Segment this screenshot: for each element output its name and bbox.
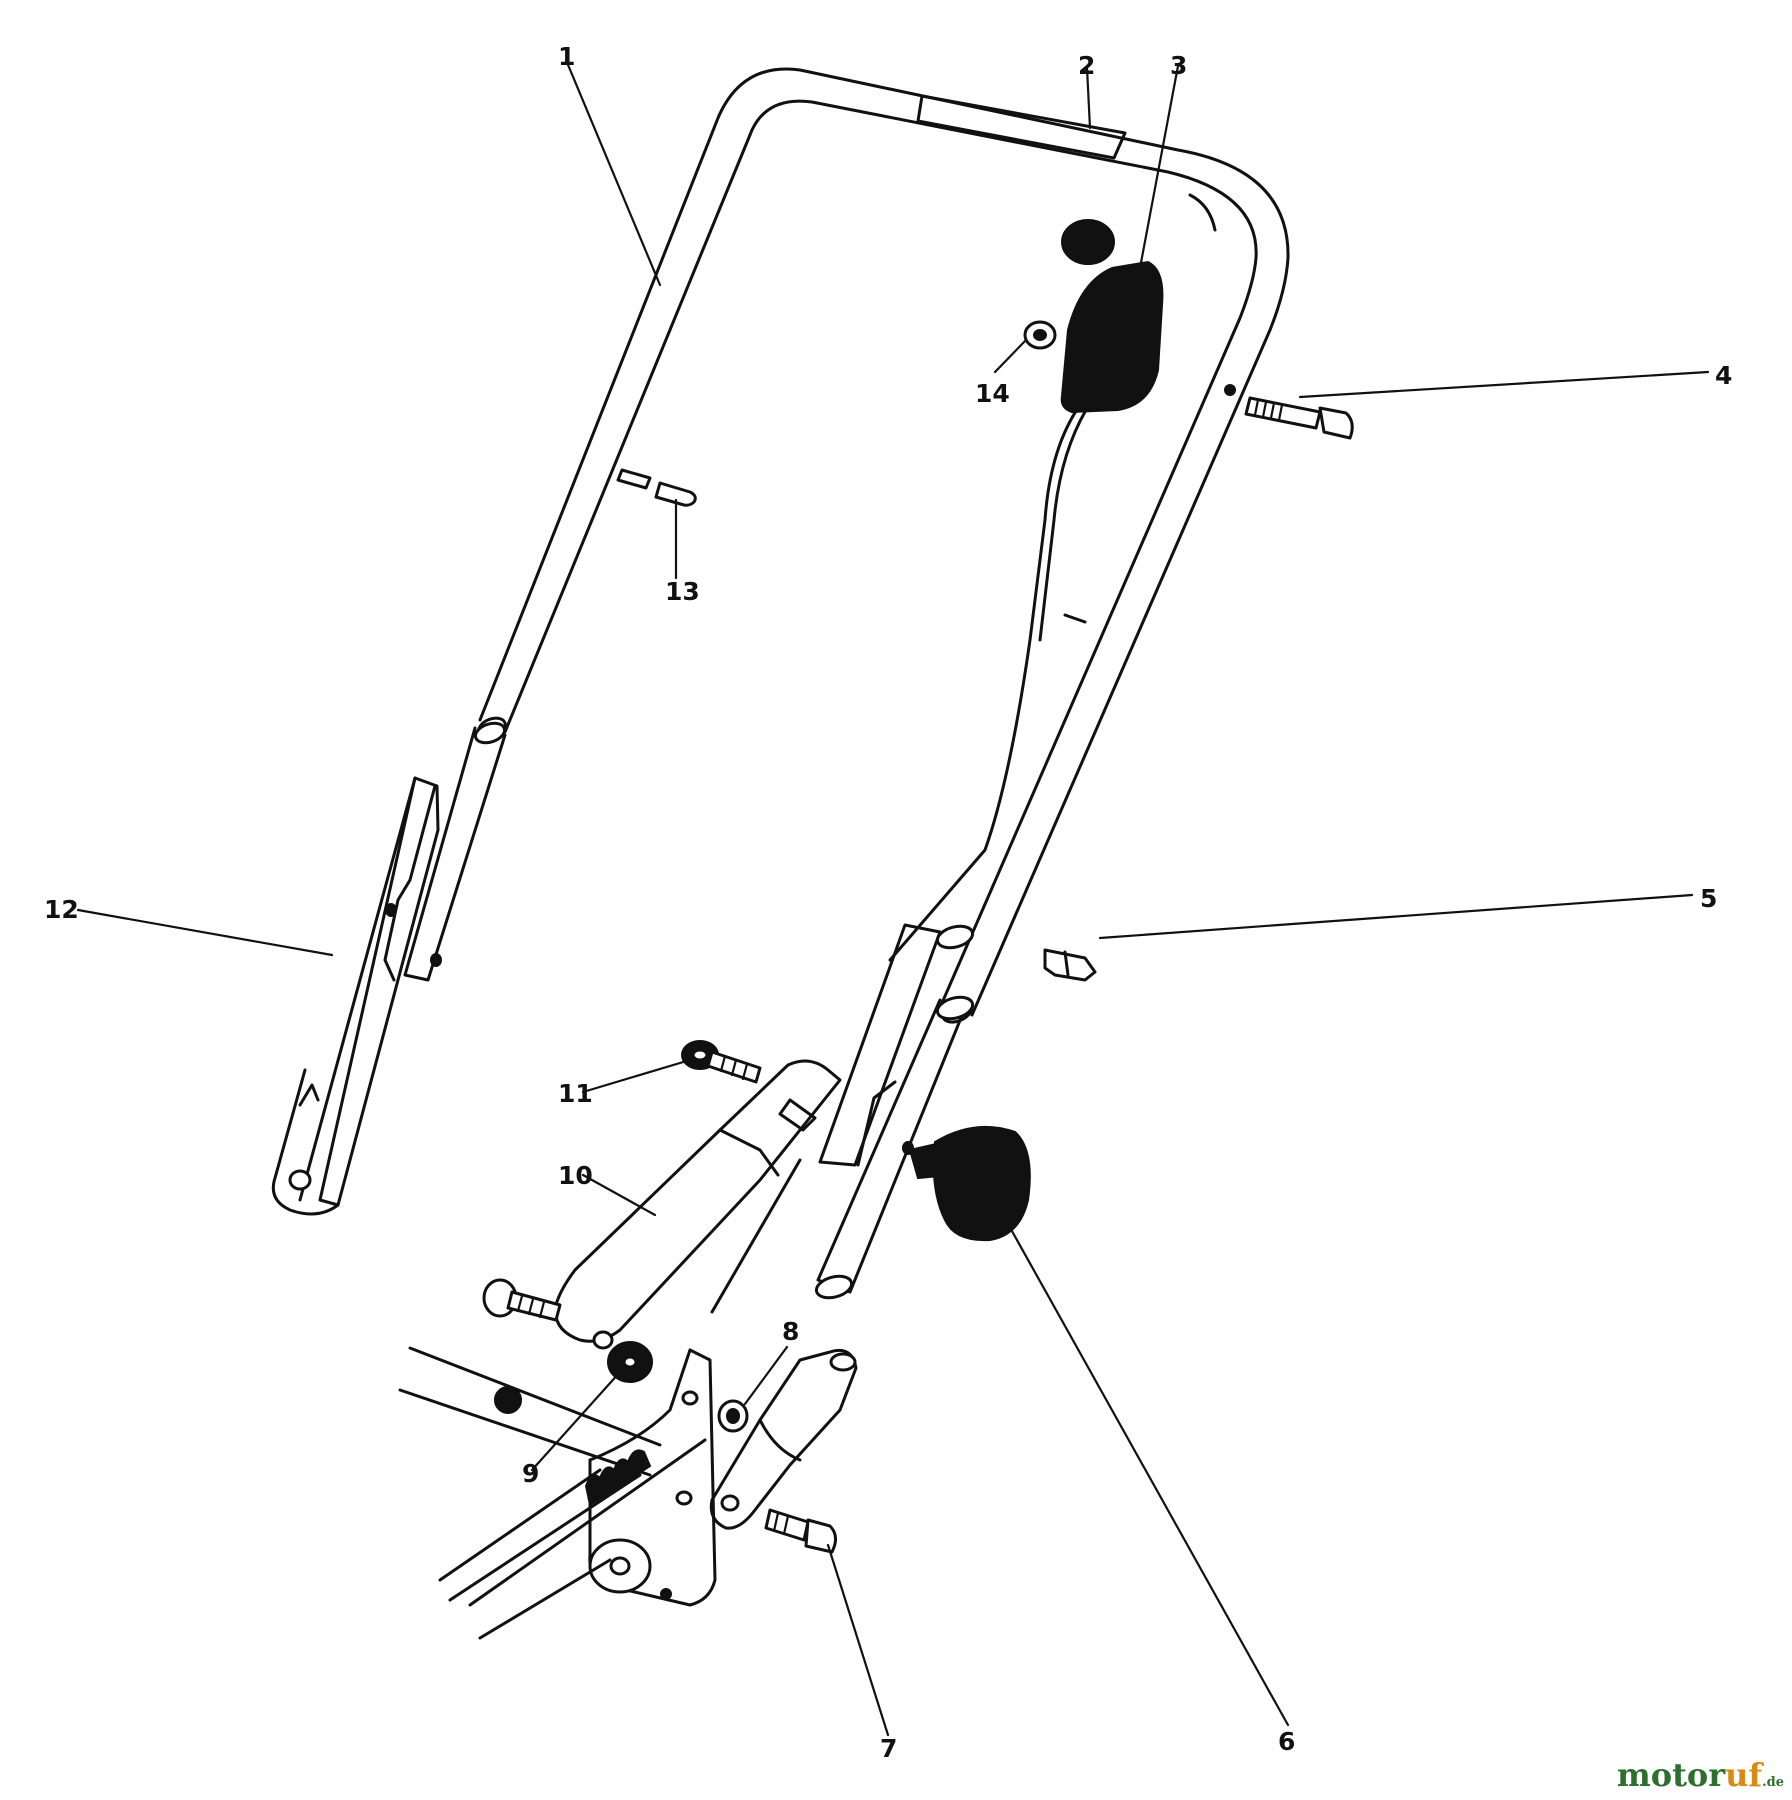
callout-2: 2	[1078, 51, 1095, 80]
watermark-part-3: .de	[1762, 1775, 1784, 1790]
leader-line-11	[581, 1058, 692, 1094]
callout-4: 4	[1715, 361, 1732, 390]
leader-line-6	[1006, 1222, 1290, 1727]
nut-part-8	[717, 1399, 749, 1433]
callout-6: 6	[1278, 1727, 1295, 1756]
lower-right-handle-part	[709, 1348, 858, 1530]
pin-part	[616, 468, 697, 507]
cable-clip-part	[1043, 948, 1097, 982]
leader-line-10	[581, 1173, 657, 1217]
callout-13: 13	[665, 577, 700, 606]
leader-line-4	[1298, 370, 1710, 399]
callout-3: 3	[1170, 51, 1187, 80]
leader-lines	[76, 58, 1710, 1737]
leader-line-7	[826, 1543, 890, 1737]
leader-line-2	[1085, 66, 1092, 130]
lower-left-handle-part	[271, 776, 440, 1216]
callout-labels: 1 2 3 4 5 6 7 8 9 10 11 12 13 14	[44, 42, 1732, 1763]
watermark-part-1: motor	[1616, 1756, 1726, 1794]
callout-14: 14	[975, 379, 1010, 408]
knob-part	[908, 1125, 1031, 1242]
leader-line-12	[76, 908, 334, 957]
callout-9: 9	[522, 1459, 539, 1488]
leader-line-3	[1138, 64, 1180, 270]
leader-line-9	[530, 1370, 622, 1472]
watermark-logo: motoruf.de	[1617, 1756, 1784, 1794]
watermark-part-2: uf	[1725, 1756, 1763, 1794]
callout-5: 5	[1700, 884, 1717, 913]
washer-part	[607, 1341, 653, 1383]
bolt-part-4	[1244, 396, 1354, 440]
nut-part	[1023, 320, 1057, 350]
callout-1: 1	[558, 42, 575, 71]
leader-line-14	[993, 338, 1028, 374]
callout-7: 7	[880, 1734, 897, 1763]
leader-line-1	[564, 58, 662, 287]
right-tube-part	[814, 923, 975, 1300]
left-tube-part	[403, 721, 507, 982]
leader-line-8	[743, 1345, 789, 1406]
shoulder-bolt-part	[764, 1508, 837, 1554]
deck-bracket-part	[398, 1346, 717, 1640]
bolt-part-11	[681, 1040, 762, 1084]
leader-line-5	[1098, 893, 1694, 940]
callout-12: 12	[44, 895, 79, 924]
bracket-arm-part	[554, 1059, 842, 1350]
callout-11: 11	[558, 1079, 593, 1108]
callout-10: 10	[558, 1161, 593, 1190]
upper-handle-part	[477, 67, 1290, 1024]
bolt-part-lower	[482, 1278, 562, 1322]
throttle-control-part	[888, 219, 1164, 962]
callout-8: 8	[782, 1317, 799, 1346]
